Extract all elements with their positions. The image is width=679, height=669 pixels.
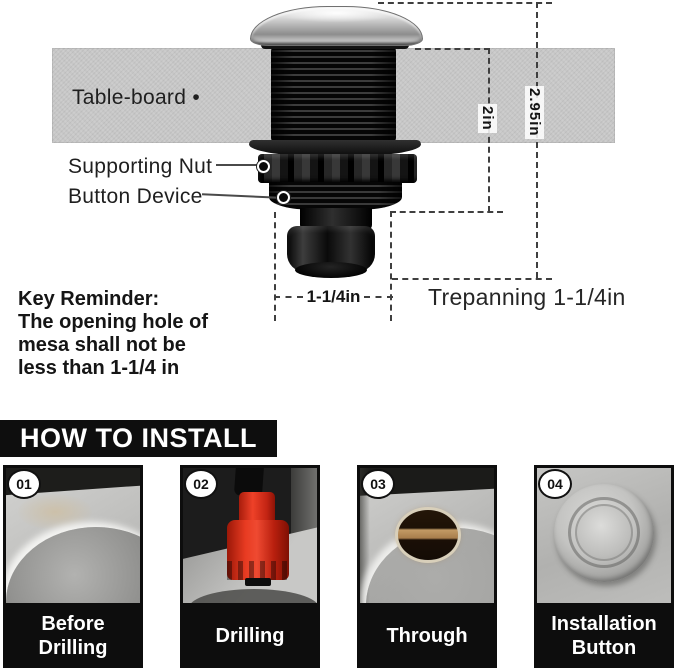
button-groove-graphic [568, 497, 640, 568]
button-device-label: Button Device [68, 185, 203, 208]
hole-saw-teeth-graphic [245, 578, 271, 586]
supporting-nut [258, 154, 417, 183]
step-panel-through: 03 Through [357, 465, 497, 668]
trepanning-label: Trepanning 1-1/4in [428, 284, 626, 310]
how-to-install-title: HOW TO INSTALL [20, 423, 257, 453]
supporting-nut-label: Supporting Nut [68, 155, 213, 178]
step-number-badge: 03 [361, 469, 395, 499]
button-dome-graphic [575, 504, 633, 561]
step-number-badge: 04 [538, 469, 572, 499]
step-panel-drilling: 02 Drilling [180, 465, 320, 668]
supporting-nut-leader-dot [257, 160, 270, 173]
step-number-badge: 01 [7, 469, 41, 499]
dim-line-width-left [274, 212, 276, 321]
dim-width-dash-right [364, 296, 394, 298]
key-reminder-line-1: The opening hole of [18, 311, 208, 333]
dim-line-295in-vertical [536, 2, 538, 278]
step-caption-band: Through [357, 603, 497, 668]
key-reminder: Key Reminder: The opening hole of mesa s… [18, 288, 208, 380]
step-panel-installation-button: 04 Installation Button [534, 465, 674, 668]
dim-width-label: 1-1/4in [306, 287, 361, 306]
dim-line-width-right [390, 211, 392, 321]
step-caption: Drilling [215, 624, 285, 647]
step-caption: Installation Button [551, 612, 657, 659]
key-reminder-title: Key Reminder: [18, 288, 160, 310]
dim-line-board-top [415, 48, 490, 50]
dim-width-row: 1-1/4in [274, 287, 394, 307]
dim-2in-label: 2in [478, 104, 497, 133]
dim-width-dash-left [274, 296, 303, 298]
device-flange [249, 140, 421, 156]
step-caption: Through [386, 624, 468, 647]
compression-nut-bottom [295, 262, 367, 278]
step-number-badge: 02 [184, 469, 218, 499]
drilled-hole-graphic [398, 510, 458, 560]
dim-line-thread-bottom [390, 211, 503, 213]
step-caption-band: Installation Button [534, 603, 674, 668]
hole-saw-body-graphic [227, 520, 289, 580]
supporting-nut-leader-line [216, 164, 258, 166]
table-board-label: Table-board • [72, 86, 200, 109]
dim-line-device-bottom [392, 278, 552, 280]
hole-saw-neck-graphic [239, 492, 275, 524]
button-cap [250, 6, 423, 46]
edge-shadow-graphic [360, 468, 370, 603]
threaded-shaft [271, 47, 396, 142]
button-device-leader-dot [277, 191, 290, 204]
key-reminder-line-3: less than 1-1/4 in [18, 357, 180, 379]
sink-bowl-graphic [189, 589, 317, 603]
step-caption-band: Before Drilling [3, 603, 143, 668]
step-caption-band: Drilling [180, 603, 320, 668]
key-reminder-line-2: mesa shall not be [18, 334, 186, 356]
how-to-install-banner: HOW TO INSTALL [0, 420, 277, 457]
dim-line-cap-top [378, 2, 552, 4]
device-neck [300, 208, 372, 230]
dim-295in-label: 2.95in [525, 86, 544, 139]
step-panel-before-drilling: 01 Before Drilling [3, 465, 143, 668]
mark-spot-graphic [18, 494, 92, 530]
lower-threads [269, 182, 402, 210]
step-caption: Before Drilling [38, 612, 108, 659]
step-photo-drilling [183, 468, 317, 603]
